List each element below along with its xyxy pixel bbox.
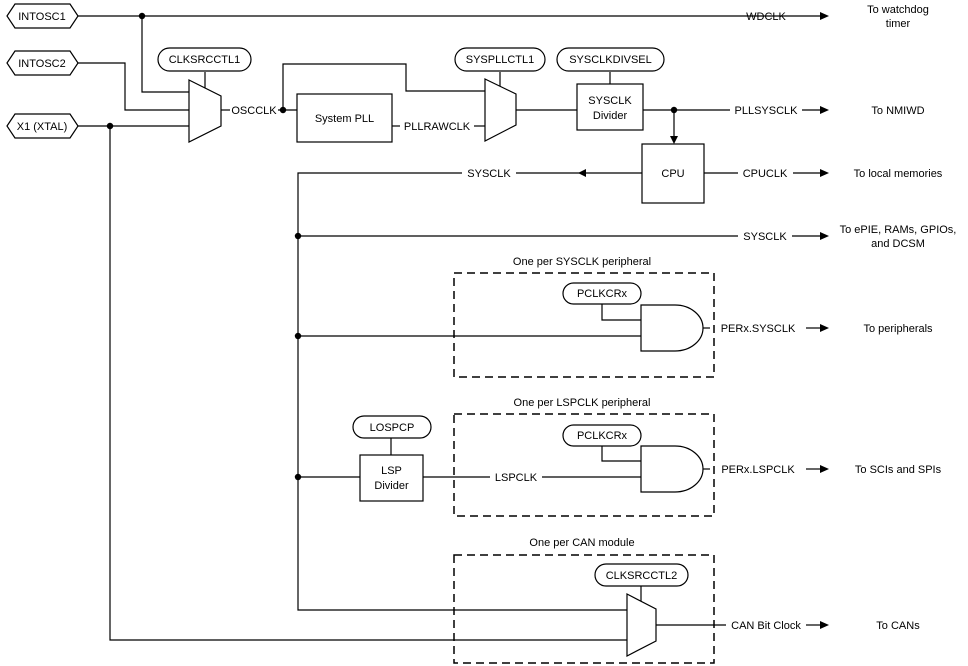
- dest-nmiwd: To NMIWD: [871, 105, 924, 117]
- signal-lspclk: LSPCLK: [495, 472, 538, 484]
- dest-epie-line2: and DCSM: [871, 238, 925, 250]
- block-system-pll: System PLL: [296, 93, 393, 143]
- group-lspclk-peripheral: One per LSPCLK peripheral: [453, 397, 715, 517]
- dest-epie-line1: To ePIE, RAMs, GPIOs,: [840, 224, 957, 236]
- block-lsp-divider-line1: LSP: [381, 465, 402, 477]
- register-syspllctl1: SYSPLLCTL1: [454, 47, 546, 72]
- block-lsp-divider-line2: Divider: [374, 480, 409, 492]
- block-cpu: CPU: [641, 143, 705, 204]
- block-lsp-divider: LSP Divider: [359, 454, 424, 502]
- dest-watchdog-line1: To watchdog: [867, 4, 929, 16]
- dest-peripherals: To peripherals: [863, 323, 933, 335]
- source-intosc2-label: INTOSC2: [18, 58, 65, 70]
- signal-perx-lspclk: PERx.LSPCLK: [721, 464, 795, 476]
- dest-cans: To CANs: [876, 620, 920, 632]
- register-syspllctl1-label: SYSPLLCTL1: [466, 54, 534, 66]
- register-clksrcctl1: CLKSRCCTL1: [157, 47, 252, 72]
- dest-local-memories: To local memories: [854, 168, 943, 180]
- source-intosc1: INTOSC1: [6, 3, 79, 29]
- signal-pllsysclk: PLLSYSCLK: [735, 105, 799, 117]
- group-can-module: One per CAN module: [453, 537, 715, 664]
- signal-can-bit-clock: CAN Bit Clock: [731, 620, 801, 632]
- register-pclkcrx-lspclk: PCLKCRx: [562, 424, 642, 447]
- destination-labels: To watchdog timer To NMIWD To local memo…: [840, 4, 957, 632]
- signal-oscclk: OSCCLK: [231, 105, 277, 117]
- and-gate-lspclk: [640, 445, 704, 493]
- signal-labels: WDCLK OSCCLK PLLRAWCLK PLLSYSCLK SYSCLK …: [231, 11, 801, 632]
- mux-oscclk-select: [188, 79, 222, 143]
- register-lospcp-label: LOSPCP: [370, 422, 415, 434]
- block-cpu-label: CPU: [661, 168, 684, 180]
- dest-scis-spis: To SCIs and SPIs: [855, 464, 942, 476]
- register-lospcp: LOSPCP: [352, 415, 432, 439]
- signal-perx-sysclk: PERx.SYSCLK: [721, 323, 796, 335]
- register-clksrcctl1-label: CLKSRCCTL1: [169, 54, 241, 66]
- block-system-pll-label: System PLL: [315, 113, 374, 125]
- group-label-lspclk-peripheral: One per LSPCLK peripheral: [514, 397, 651, 409]
- dest-watchdog-line2: timer: [886, 18, 911, 30]
- source-intosc1-label: INTOSC1: [18, 11, 65, 23]
- signal-pllrawclk: PLLRAWCLK: [404, 121, 471, 133]
- register-sysclkdivsel: SYSCLKDIVSEL: [556, 47, 665, 72]
- signal-sysclk-feedback: SYSCLK: [467, 168, 511, 180]
- block-sysclk-divider: SYSCLK Divider: [576, 83, 644, 131]
- arrowheads: [578, 12, 829, 629]
- mux-can-bit-clock: [626, 593, 657, 657]
- block-sysclk-divider-line1: SYSCLK: [588, 95, 632, 107]
- source-x1-xtal: X1 (XTAL): [6, 113, 79, 139]
- wires: [78, 15, 820, 641]
- junction-dots: [106, 12, 678, 481]
- signal-wdclk: WDCLK: [746, 11, 786, 23]
- register-pclkcrx-lspclk-label: PCLKCRx: [577, 430, 628, 442]
- source-x1-label: X1 (XTAL): [17, 121, 68, 133]
- source-intosc2: INTOSC2: [6, 50, 79, 76]
- register-pclkcrx-sysclk: PCLKCRx: [562, 282, 642, 305]
- register-pclkcrx-sysclk-label: PCLKCRx: [577, 288, 628, 300]
- and-gate-sysclk: [640, 304, 704, 352]
- register-sysclkdivsel-label: SYSCLKDIVSEL: [569, 54, 652, 66]
- signal-sysclk-out: SYSCLK: [743, 231, 787, 243]
- group-label-can-module: One per CAN module: [529, 537, 634, 549]
- register-clksrcctl2-label: CLKSRCCTL2: [606, 570, 678, 582]
- signal-cpuclk: CPUCLK: [743, 168, 788, 180]
- mux-pll-bypass: [484, 78, 517, 142]
- block-sysclk-divider-line2: Divider: [593, 110, 628, 122]
- group-sysclk-peripheral: One per SYSCLK peripheral: [453, 256, 715, 378]
- group-label-sysclk-peripheral: One per SYSCLK peripheral: [513, 256, 651, 268]
- register-clksrcctl2: CLKSRCCTL2: [594, 563, 689, 587]
